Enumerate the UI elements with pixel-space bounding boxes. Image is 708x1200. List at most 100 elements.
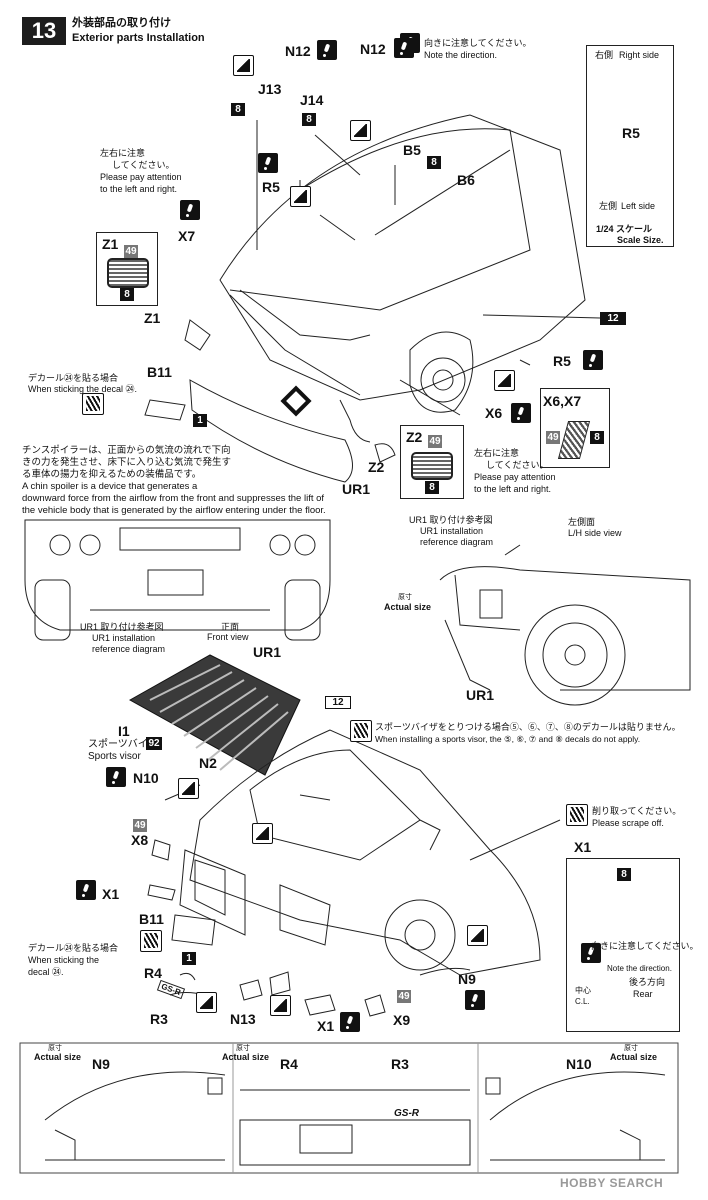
caution-icon [583, 350, 603, 370]
z1-detail-box: Z1 49 8 [96, 232, 158, 306]
x1-rear-en: Rear [633, 989, 653, 999]
part-x6: X6 [485, 405, 503, 421]
color-number-49: 49 [133, 819, 147, 832]
part-r5-lower: R5 [553, 353, 571, 369]
visor-label-jp: スポーツバイザ [88, 739, 158, 750]
glue-icon [290, 186, 311, 207]
lr-note2-en2: to the left and right. [474, 484, 552, 494]
decal24b-note-en2: decal ㉔. [28, 967, 64, 977]
part-b11-front: B11 [147, 364, 172, 380]
step-title-jp: 外装部品の取り付け [72, 17, 171, 29]
part-j13: J13 [258, 81, 282, 97]
color-number-49: 49 [428, 435, 442, 448]
chin-note-jp2: きの力を発生させ、床下に入り込む気流で発生す [22, 457, 232, 468]
visor-label-en: Sports visor [88, 751, 141, 762]
color-number-8: 8 [302, 113, 316, 126]
part-x1-box: X1 [574, 839, 592, 855]
part-n2: N2 [199, 755, 217, 771]
glue-icon [233, 55, 254, 76]
part-x8: X8 [131, 832, 149, 848]
color-number-12: 12 [600, 312, 626, 325]
front-view-jp: 正面 [221, 622, 240, 632]
ur1-side-title-en2: reference diagram [420, 537, 494, 547]
scrape-icon [566, 804, 588, 826]
decal24-note-jp: デカール㉔を貼る場合 [28, 373, 119, 383]
part-x9: X9 [393, 1012, 411, 1028]
actual-size-en-1: Actual size [34, 1052, 82, 1062]
left-side-jp: 左側 [599, 201, 618, 211]
caution-icon [581, 943, 601, 963]
r5-side-panel: 右側 Right side R5 左側 Left side [586, 45, 674, 247]
chin-note-en1: A chin spoiler is a device that generate… [22, 481, 198, 492]
lr-note-en2: to the left and right. [100, 184, 178, 194]
ur1-side-title-en1: UR1 installation [420, 526, 484, 536]
right-side-jp: 右側 [595, 50, 614, 60]
x1-cl-jp: 中心 [575, 986, 591, 995]
part-n13: N13 [230, 1011, 256, 1027]
right-side-en: Right side [619, 50, 660, 60]
part-r5-side: R5 [622, 125, 640, 141]
chin-note-en3: the vehicle body that is generated by th… [22, 505, 326, 516]
scrape-note-jp: 削り取ってください。 [592, 806, 682, 816]
part-r3: R3 [150, 1011, 168, 1027]
chin-note-jp3: る車体の揚力を抑えるための装備品です。 [22, 469, 202, 480]
ur1-front-title-en1: UR1 installation [92, 633, 156, 643]
part-ur1-side: UR1 [466, 687, 495, 703]
x6x7-detail-box: X6,X7 49 8 [540, 388, 610, 468]
part-z2-box: Z2 [406, 429, 423, 445]
color-number-8: 8 [120, 288, 134, 301]
bottom-label-n9: N9 [92, 1056, 110, 1072]
glue-icon [196, 992, 217, 1013]
visor-note-jp: スポーツバイザをとりつける場合⑤、⑥、⑦、⑧のデカールは貼りません。 [375, 722, 681, 732]
decal-icon [82, 393, 104, 415]
part-z2: Z2 [368, 459, 385, 475]
part-r5-upper: R5 [262, 179, 280, 195]
glue-icon [270, 995, 291, 1016]
part-x7: X7 [178, 228, 196, 244]
x1-dir-en: Note the direction. [607, 964, 672, 973]
lr-note2-jp1: 左右に注意 [474, 448, 520, 458]
part-n9: N9 [458, 971, 476, 987]
actual-size-en-3: Actual size [610, 1052, 658, 1062]
glue-icon [252, 823, 273, 844]
lr-note-en1: Please pay attention [100, 172, 182, 182]
direction-note-en: Note the direction. [424, 50, 498, 60]
chin-note-jp1: チンスポイラーは、正面からの気流の流れで下向 [22, 445, 231, 456]
part-x1-rear: X1 [102, 886, 120, 902]
lr-note-jp2: してください。 [112, 160, 175, 170]
part-z1: Z1 [144, 310, 161, 326]
left-side-en: Left side [621, 201, 656, 211]
part-b6: B6 [457, 172, 475, 188]
glue-icon [494, 370, 515, 391]
glue-icon [178, 778, 199, 799]
caution-icon [106, 767, 126, 787]
part-i1: I1 [118, 723, 130, 739]
caution-icon [394, 38, 414, 58]
caution-icon [511, 403, 531, 423]
scale-jp: 1/24 スケール [596, 224, 653, 234]
mudflap-part [557, 421, 591, 459]
grille-part [411, 452, 453, 480]
watermark: HOBBY SEARCH [560, 1176, 664, 1190]
caution-icon [340, 1012, 360, 1032]
z2-detail-box: Z2 49 8 [400, 425, 464, 499]
lr-note-jp1: 左右に注意 [100, 148, 146, 158]
ur1-side-title-jp: UR1 取り付け参考図 [409, 515, 493, 525]
part-n10: N10 [133, 770, 159, 786]
actual-size-jp: 原寸 [398, 594, 412, 601]
x1-cl-en: C.L. [575, 997, 590, 1006]
glue-icon [467, 925, 488, 946]
actual-size-en-2: Actual size [222, 1052, 270, 1062]
color-number-8: 8 [427, 156, 441, 169]
caution-icon [258, 153, 278, 173]
decal24-note-en: When sticking the decal ㉔. [28, 384, 138, 394]
x1-dir-jp: 向きに注意してください。 [591, 941, 699, 951]
side-view-jp: 左側面 [568, 517, 596, 527]
ur1-front-title-jp: UR1 取り付け参考図 [80, 622, 164, 632]
part-j14: J14 [300, 92, 324, 108]
decal-icon [140, 930, 162, 952]
visor-note-en: When installing a sports visor, the ⑤, ⑥… [375, 734, 641, 744]
caution-icon [180, 200, 200, 220]
part-r4: R4 [144, 965, 162, 981]
scale-en: Scale Size. [617, 235, 664, 245]
